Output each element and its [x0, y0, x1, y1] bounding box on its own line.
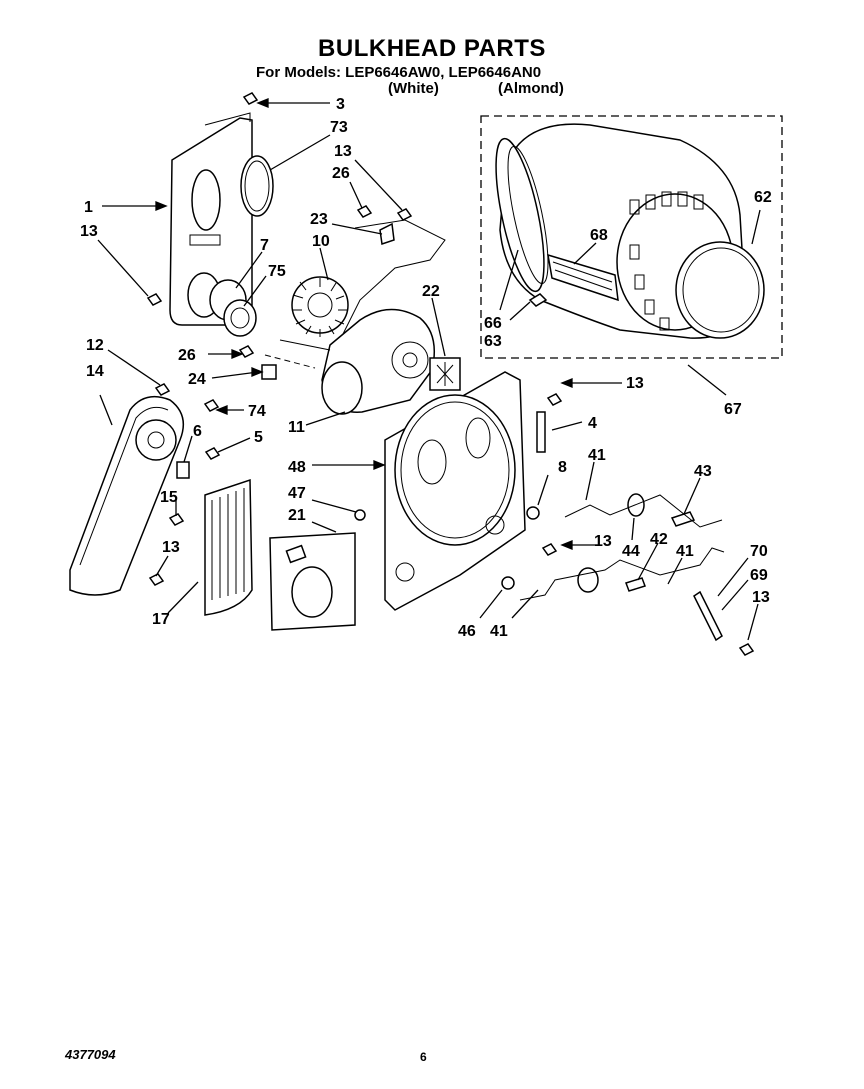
- callout-69: 69: [750, 567, 768, 584]
- callout-10: 10: [312, 233, 330, 250]
- bracket-23: [379, 222, 395, 245]
- callout-23: 23: [310, 211, 328, 228]
- switch-6: [176, 461, 190, 479]
- callout-26: 26: [332, 165, 350, 182]
- bulkhead-opening: [394, 394, 516, 546]
- belt-idler: [69, 395, 190, 596]
- idler-pulley: [135, 419, 177, 461]
- callout-22: 22: [422, 283, 440, 300]
- callout-4: 4: [588, 415, 597, 432]
- bearing-75: [223, 299, 257, 337]
- screw-13b: [396, 208, 413, 221]
- callout-48: 48: [288, 459, 306, 476]
- washer-46: [501, 576, 515, 590]
- callout-13: 13: [752, 589, 770, 606]
- drum-baffle-screw: [528, 293, 548, 307]
- callout-44: 44: [622, 543, 640, 560]
- clip-24: [261, 364, 277, 380]
- screw-26b: [238, 345, 255, 358]
- callout-47: 47: [288, 485, 306, 502]
- callout-13: 13: [626, 375, 644, 392]
- screw-3: [242, 92, 259, 105]
- callout-42: 42: [650, 531, 668, 548]
- motor-blower: [261, 219, 461, 415]
- callout-26: 26: [178, 347, 196, 364]
- callout-68: 68: [590, 227, 608, 244]
- callout-13: 13: [334, 143, 352, 160]
- page-number: 6: [420, 1050, 427, 1064]
- screw-13f: [738, 643, 755, 656]
- callout-67: 67: [724, 401, 742, 418]
- screw-13d: [546, 393, 563, 406]
- right-parts: [501, 493, 725, 642]
- fastener-47: [354, 509, 366, 521]
- callout-41: 41: [676, 543, 694, 560]
- motor-11: [321, 361, 363, 415]
- models-line: For Models: LEP6646AW0, LEP6646AN0: [256, 64, 542, 81]
- callout-13: 13: [594, 533, 612, 550]
- callout-74: 74: [248, 403, 266, 420]
- document-number: 4377094: [65, 1047, 116, 1062]
- callout-62: 62: [754, 189, 772, 206]
- screw-15: [168, 513, 185, 526]
- drum-dashed-box: [480, 115, 783, 359]
- callout-13: 13: [80, 223, 98, 240]
- fastener-8: [526, 506, 540, 520]
- callout-13: 13: [162, 539, 180, 556]
- support-70: [693, 590, 723, 642]
- screw-12: [154, 383, 171, 396]
- rear-bulkhead: [169, 112, 274, 337]
- rear-bulkhead-opening: [191, 169, 221, 231]
- drum-slots: [629, 191, 704, 331]
- kit-clamp: [291, 566, 333, 618]
- bushing-42: [625, 577, 646, 592]
- callout-labels: 3 73 13 26 1 13 23 10 7 75 22 12 26 24 1…: [80, 96, 772, 640]
- front-bulkhead-48: [354, 371, 546, 611]
- callout-46: 46: [458, 623, 476, 640]
- callout-43: 43: [694, 463, 712, 480]
- callout-11: 11: [288, 419, 305, 436]
- callout-5: 5: [254, 429, 263, 446]
- screw-74: [203, 399, 220, 412]
- callout-75: 75: [268, 263, 286, 280]
- callout-66: 66: [484, 315, 502, 332]
- screws: [146, 92, 755, 656]
- screw-13e: [541, 543, 558, 556]
- color-white-label: (White): [388, 80, 439, 97]
- callout-8: 8: [558, 459, 567, 476]
- drum-assembly: [480, 115, 783, 359]
- callout-7: 7: [260, 237, 269, 254]
- seal-73: [240, 155, 274, 217]
- screw-5: [204, 447, 221, 460]
- callout-17: 17: [152, 611, 170, 628]
- callout-73: 73: [330, 119, 348, 136]
- callout-15: 15: [160, 489, 178, 506]
- callout-14: 14: [86, 363, 104, 380]
- callout-41: 41: [588, 447, 606, 464]
- screw-13c: [148, 573, 165, 586]
- callout-63: 63: [484, 333, 502, 350]
- callout-3: 3: [336, 96, 345, 113]
- screw-13a: [146, 293, 163, 306]
- callout-12: 12: [86, 337, 104, 354]
- callout-6: 6: [193, 423, 202, 440]
- callout-41: 41: [490, 623, 508, 640]
- callout-21: 21: [288, 507, 306, 524]
- callout-1: 1: [84, 199, 93, 216]
- blower-fins: [292, 278, 348, 337]
- page-title: BULKHEAD PARTS: [318, 35, 546, 62]
- screw-26: [356, 205, 373, 218]
- color-almond-label: (Almond): [498, 80, 564, 97]
- drum-rear-seal: [675, 241, 765, 339]
- seal-4: [536, 411, 546, 453]
- callout-70: 70: [750, 543, 768, 560]
- callout-24: 24: [188, 371, 206, 388]
- leader-lines: [97, 98, 761, 641]
- kit-21: [269, 532, 356, 631]
- heater-17: [204, 478, 253, 616]
